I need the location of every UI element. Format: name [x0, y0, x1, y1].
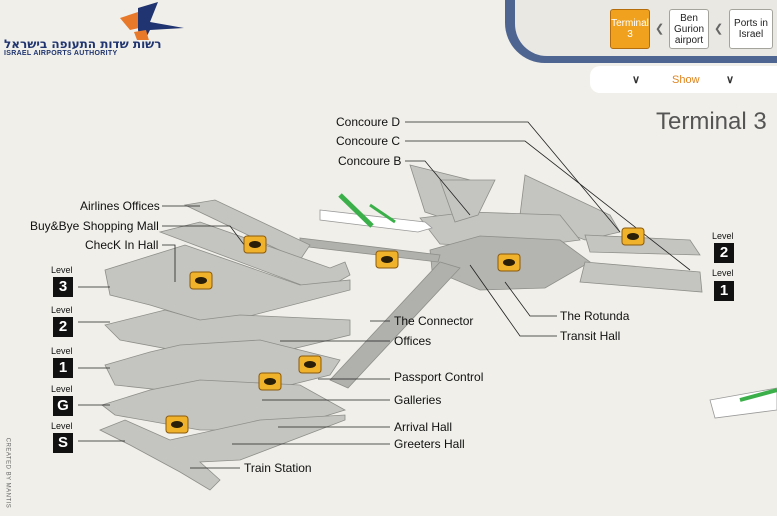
airplane-icon — [709, 387, 777, 419]
leader-line — [405, 121, 621, 233]
leader-line — [469, 264, 557, 337]
ben-gurion-button[interactable]: Ben Gurion airport — [669, 9, 709, 49]
concourse-b-pier — [439, 179, 496, 223]
level-1-button[interactable]: 1 — [53, 358, 73, 378]
chevron-left-icon: ❮ — [655, 23, 665, 35]
level-caption: Level — [51, 421, 73, 431]
concourse-level-1-button[interactable]: 1 — [714, 281, 734, 301]
iaa-logo[interactable]: רשות שדות התעופה בישראל ISRAEL AIRPORTS … — [0, 0, 200, 70]
label-offices[interactable]: Offices — [394, 334, 432, 348]
label-greeters-hall[interactable]: Greeters Hall — [394, 437, 465, 451]
label-concourse-d[interactable]: Concoure D — [336, 115, 401, 129]
label-train-station[interactable]: Train Station — [244, 461, 312, 475]
concourse-level-2-button[interactable]: 2 — [714, 243, 734, 263]
credit-text: CREATED BY MANTIS — [4, 437, 11, 509]
show-button[interactable]: Show — [672, 74, 700, 86]
label-arrival-hall[interactable]: Arrival Hall — [394, 420, 453, 434]
page-title: Terminal 3 — [656, 108, 767, 135]
level-caption: Level — [51, 384, 73, 394]
level-3-floor — [104, 244, 351, 326]
logo-mark — [120, 2, 184, 40]
label-rotunda[interactable]: The Rotunda — [560, 309, 630, 323]
label-galleries[interactable]: Galleries — [394, 393, 442, 407]
view-shopping-mall-button[interactable] — [244, 236, 266, 253]
leader-line — [405, 160, 471, 216]
level-caption: Level — [712, 231, 734, 241]
view-concourse-c-button[interactable] — [622, 228, 644, 245]
label-shopping-mall[interactable]: Buy&Bye Shopping Mall — [30, 219, 159, 233]
view-checkin-button[interactable] — [190, 272, 212, 289]
level-caption: Level — [712, 268, 734, 278]
view-connector-button[interactable] — [376, 251, 398, 268]
label-checkin-hall[interactable]: ChecK In Hall — [85, 238, 159, 252]
label-airlines-offices[interactable]: Airlines Offices — [80, 199, 160, 213]
level-3-button[interactable]: 3 — [53, 277, 73, 297]
east-pier — [579, 261, 703, 293]
level-s-button[interactable]: S — [53, 433, 73, 453]
terminal3-button[interactable]: Terminal 3 — [610, 9, 650, 49]
view-rotunda-button[interactable] — [498, 254, 520, 271]
leader-line — [405, 140, 691, 271]
airplane-icon — [319, 193, 433, 233]
connector — [329, 261, 461, 389]
level-caption: Level — [51, 346, 73, 356]
leader-line — [162, 225, 246, 247]
view-galleries-button[interactable] — [259, 373, 281, 390]
ports-button[interactable]: Ports in Israel — [729, 9, 773, 49]
leader-line — [162, 244, 176, 282]
label-connector[interactable]: The Connector — [394, 314, 474, 328]
label-concourse-c[interactable]: Concoure C — [336, 134, 401, 148]
level-g-button[interactable]: G — [53, 396, 73, 416]
chevron-down-icon[interactable]: ∨ — [632, 74, 641, 86]
leader-line — [504, 281, 557, 317]
level-caption: Level — [51, 305, 73, 315]
show-bar[interactable] — [590, 66, 777, 93]
level-2-floor — [104, 309, 351, 356]
view-arrival-button[interactable] — [166, 416, 188, 433]
chevron-down-icon[interactable]: ∨ — [726, 74, 735, 86]
label-passport-control[interactable]: Passport Control — [394, 370, 484, 384]
level-2-button[interactable]: 2 — [53, 317, 73, 337]
level-s-floor — [99, 414, 346, 491]
view-passport-button[interactable] — [299, 356, 321, 373]
logo-english-text: ISRAEL AIRPORTS AUTHORITY — [4, 50, 118, 57]
label-transit-hall[interactable]: Transit Hall — [560, 329, 621, 343]
level-caption: Level — [51, 265, 73, 275]
chevron-left-icon: ❮ — [714, 23, 724, 35]
logo-hebrew-text: רשות שדות התעופה בישראל — [4, 37, 162, 51]
label-concourse-b[interactable]: Concoure B — [338, 154, 402, 168]
level-g-floor — [101, 379, 347, 431]
